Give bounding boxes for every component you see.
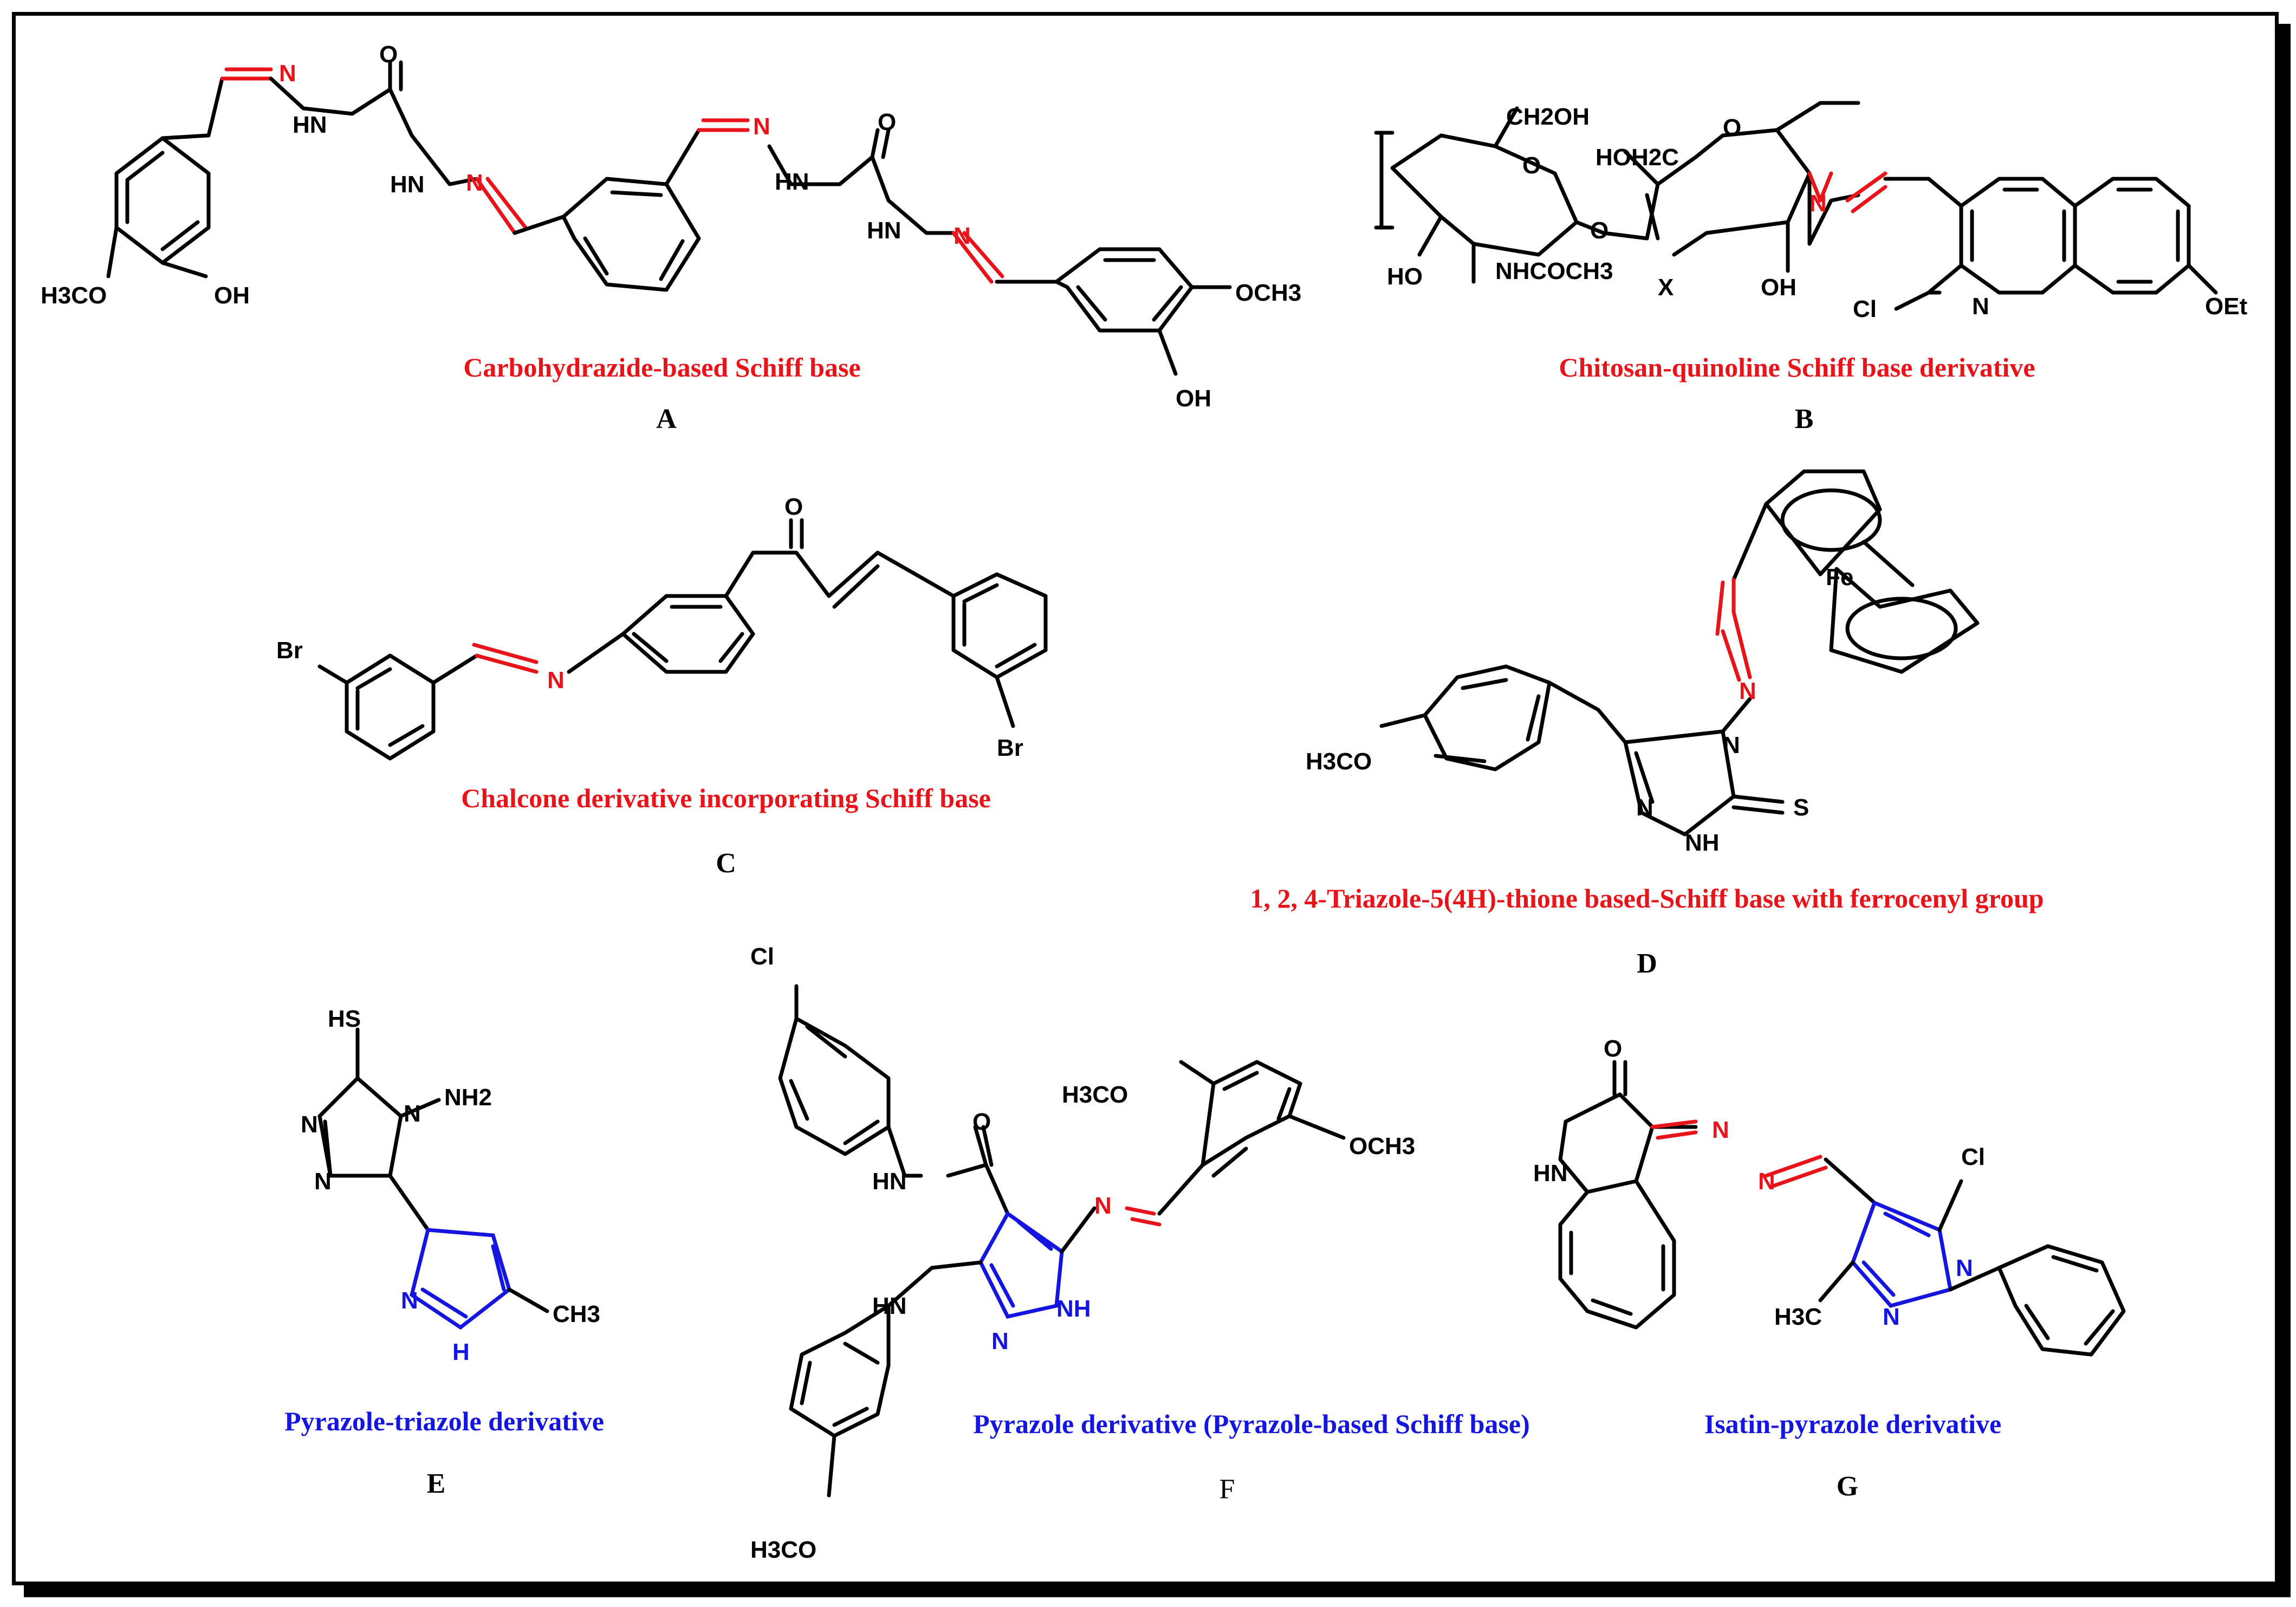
panel-letter-c: C: [716, 848, 736, 879]
atom-label: N: [1094, 1193, 1112, 1219]
figure-frame: [12, 12, 2279, 1585]
atom-label: HN: [775, 169, 809, 195]
atom-label: Cl: [750, 943, 774, 970]
panel-letter-b: B: [1795, 404, 1814, 435]
atom-label: HN: [872, 1293, 907, 1319]
structure-g: O HN N N Cl N H3C N Isatin-pyrazole deri…: [1533, 1035, 2126, 1502]
atom-label: HN: [1533, 1160, 1568, 1187]
atom-label: H3CO: [41, 282, 107, 309]
atom-label: HN: [867, 217, 901, 244]
atom-label: N: [954, 223, 971, 249]
caption-c: Chalcone derivative incorporating Schiff…: [461, 783, 991, 813]
atom-label: H3CO: [750, 1537, 816, 1563]
atom-label: HN: [293, 112, 327, 138]
atom-label: HN: [390, 171, 425, 198]
atom-label: N: [401, 1287, 418, 1314]
atom-label: H: [452, 1339, 470, 1365]
atom-label: H3C: [1774, 1304, 1822, 1330]
atom-label: N: [1972, 293, 1989, 320]
atom-label: N: [991, 1328, 1009, 1355]
caption-d: 1, 2, 4-Triazole-5(4H)-thione based-Schi…: [1250, 883, 2044, 913]
caption-a: Carbohydrazide-based Schiff base: [463, 352, 860, 383]
atom-label: OCH3: [1349, 1133, 1415, 1159]
structure-d: Fe N N H3CO N S NH 1, 2, 4-Triazole-5(4H…: [1250, 469, 2044, 979]
atom-label: OCH3: [1235, 280, 1301, 306]
atom-label: HOH2C: [1595, 144, 1679, 171]
panel-letter-e: E: [427, 1468, 446, 1499]
atom-label: O: [1590, 217, 1609, 244]
atom-label: N: [547, 667, 565, 694]
atom-label: OEt: [2205, 293, 2248, 320]
caption-b: Chitosan-quinoline Schiff base derivativ…: [1559, 352, 2035, 383]
atom-label: NH: [1685, 830, 1720, 856]
atom-label: Br: [997, 735, 1023, 761]
structure-f: Cl H3CO O OCH3 HN N HN N NH H3CO Pyrazol…: [750, 943, 1530, 1563]
atom-label: HS: [328, 1006, 361, 1032]
caption-g: Isatin-pyrazole derivative: [1704, 1409, 2002, 1439]
atom-label: Cl: [1961, 1144, 1985, 1170]
panel-letter-g: G: [1837, 1471, 1858, 1502]
panel-letter-f: F: [1220, 1474, 1235, 1505]
structure-c: O Br N Br Chalcone derivative incorporat…: [276, 494, 1048, 879]
atom-label: N: [1758, 1168, 1775, 1195]
atom-label: OH: [1176, 385, 1211, 412]
atom-label: HN: [872, 1168, 907, 1195]
atom-label: N: [466, 170, 483, 196]
atom-label: X: [1658, 274, 1674, 301]
atom-label: O: [1604, 1035, 1622, 1062]
atom-label: O: [972, 1109, 991, 1135]
structure-a: N HN O HN N N HN O HN N H3CO OH OCH3 OH …: [41, 41, 1301, 435]
atom-label: HO: [1387, 263, 1423, 290]
atom-label: NH: [1056, 1295, 1091, 1322]
atom-label: CH3: [553, 1301, 600, 1327]
atom-label: N: [279, 60, 296, 87]
atom-label: N: [314, 1168, 332, 1195]
structure-e: HS NH2 N N N CH3 N H Pyrazole-triazole d…: [284, 1006, 604, 1499]
structure-b: CH2OH O HOH2C O O HO NHCOCH3 X OH N Cl N…: [1374, 101, 2248, 435]
caption-f: Pyrazole derivative (Pyrazole-based Schi…: [973, 1409, 1530, 1439]
atom-label: N: [1636, 794, 1653, 821]
atom-label: Cl: [1853, 296, 1877, 322]
atom-label: N: [1956, 1255, 1973, 1281]
atom-label: O: [878, 109, 896, 135]
atom-label: N: [1723, 732, 1740, 759]
panel-letter-d: D: [1637, 948, 1657, 979]
atom-label: N: [1739, 678, 1756, 704]
atom-label: NHCOCH3: [1495, 258, 1613, 284]
atom-label: NH2: [444, 1084, 492, 1111]
panel-letter-a: A: [656, 404, 677, 435]
atom-label: CH2OH: [1506, 103, 1590, 130]
atom-label: H3CO: [1062, 1081, 1128, 1108]
atom-label: N: [1883, 1304, 1900, 1330]
atom-label: Br: [276, 637, 303, 664]
atom-label: H3CO: [1306, 748, 1372, 775]
atom-label: OH: [1761, 274, 1796, 301]
atom-label: Fe: [1826, 564, 1853, 591]
atom-label: N: [301, 1111, 318, 1138]
atom-label: S: [1793, 794, 1809, 821]
caption-e: Pyrazole-triazole derivative: [284, 1406, 604, 1436]
atom-label: N: [753, 113, 770, 140]
atom-label: N: [1809, 190, 1827, 217]
atom-label: O: [784, 494, 803, 520]
atom-label: O: [379, 41, 398, 68]
atom-label: O: [1522, 152, 1541, 179]
atom-label: N: [404, 1100, 421, 1127]
atom-label: O: [1723, 114, 1741, 141]
atom-label: OH: [214, 282, 250, 309]
atom-label: N: [1712, 1117, 1729, 1143]
